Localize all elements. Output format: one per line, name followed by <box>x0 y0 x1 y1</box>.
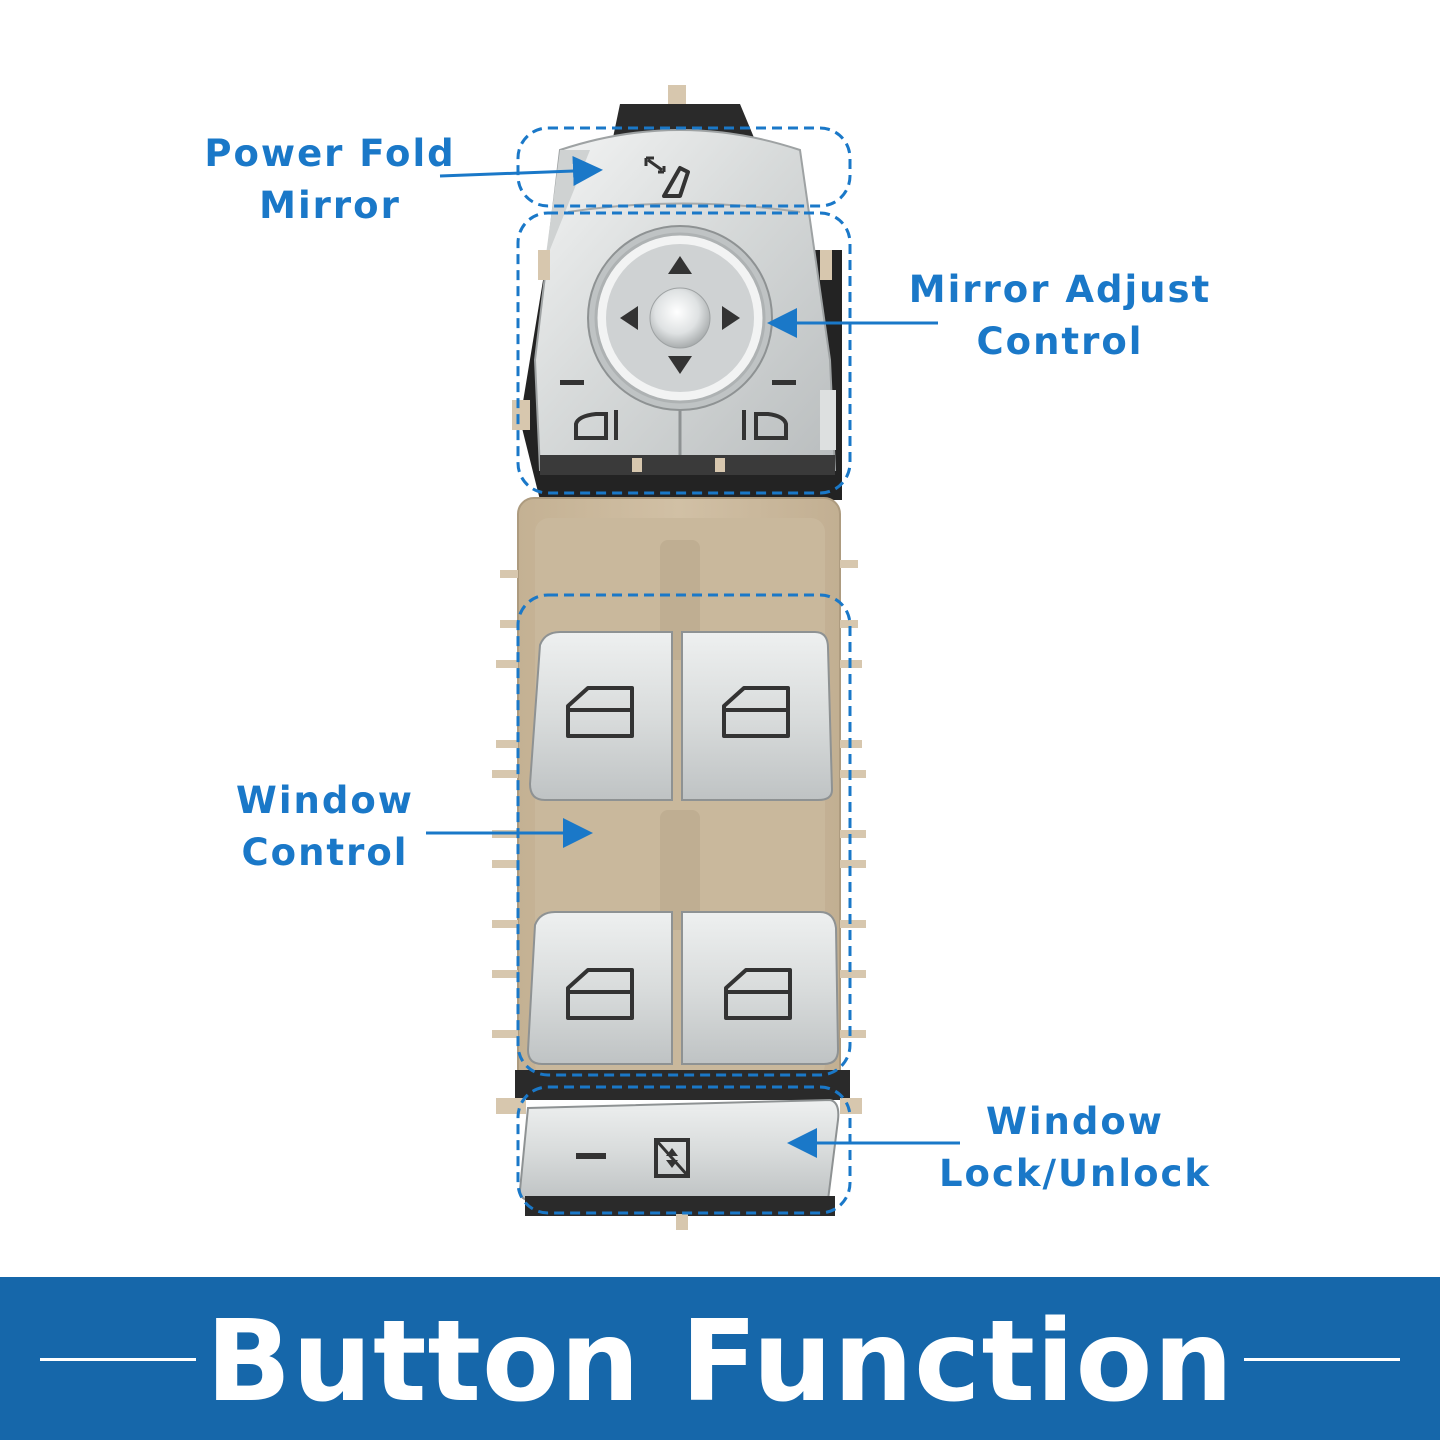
callout-arrows <box>426 156 960 1158</box>
mirror-adjust-label-line2: Control <box>976 320 1144 363</box>
window-lock-label-line1: Window <box>986 1100 1164 1143</box>
window-button-front-right[interactable] <box>681 631 834 801</box>
power-fold-callout-box <box>516 126 852 208</box>
power-fold-label: Power Fold Mirror <box>200 128 460 232</box>
arrow-up-icon <box>668 256 692 274</box>
arrow-left-icon <box>620 306 638 330</box>
window-lock-icon <box>654 1138 690 1178</box>
mirror-adjust-callout-box <box>516 211 852 495</box>
window-icon <box>722 686 790 738</box>
callout-boxes <box>516 126 852 1215</box>
window-control-callout-box <box>516 593 852 1077</box>
window-control-label: Window Control <box>210 775 440 879</box>
window-button-front-left[interactable] <box>528 631 673 801</box>
window-lock-callout-box <box>516 1085 852 1215</box>
banner-title: Button Function <box>205 1297 1235 1427</box>
window-lock-label-line2: Lock/Unlock <box>938 1152 1212 1195</box>
arrow-right-icon <box>722 306 740 330</box>
banner-rule-right <box>1244 1358 1400 1361</box>
mirror-adjust-label-line1: Mirror Adjust <box>908 268 1212 311</box>
power-fold-mirror-icon[interactable] <box>644 156 690 198</box>
title-banner: Button Function <box>0 1277 1440 1440</box>
window-lock-button[interactable] <box>496 1070 862 1230</box>
right-mirror-icon[interactable] <box>742 410 788 440</box>
window-icon <box>724 968 792 1020</box>
arrow-down-icon <box>668 356 692 374</box>
left-mirror-icon[interactable] <box>574 410 618 440</box>
banner-rule-left <box>40 1358 196 1361</box>
window-button-rear-left[interactable] <box>526 911 673 1065</box>
window-lock-label: Window Lock/Unlock <box>930 1096 1220 1200</box>
mirror-adjust-label: Mirror Adjust Control <box>900 264 1220 368</box>
window-icon <box>566 686 634 738</box>
window-control-label-line2: Control <box>241 831 409 874</box>
power-fold-label-line1: Power Fold <box>204 132 456 175</box>
power-fold-label-line2: Mirror <box>259 184 401 227</box>
window-control-label-line1: Window <box>236 779 414 822</box>
window-icon <box>566 968 634 1020</box>
mirror-joystick[interactable] <box>587 225 773 411</box>
window-switch-illustration <box>426 85 960 1230</box>
window-button-rear-right[interactable] <box>681 911 840 1065</box>
